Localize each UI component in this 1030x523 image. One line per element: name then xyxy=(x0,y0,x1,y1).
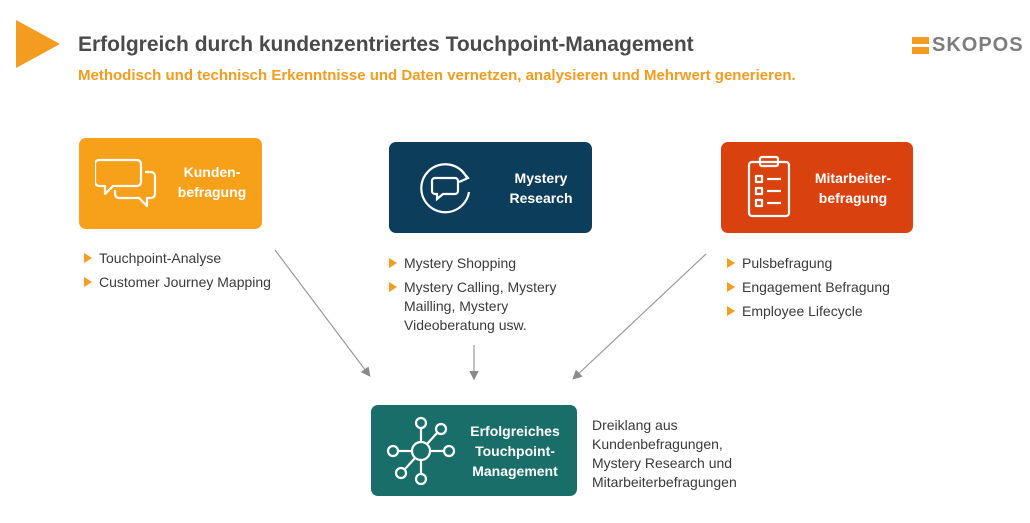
refresh-chat-icon xyxy=(420,163,471,214)
mitarbeiterbefragung-box: Mitarbeiter- befragung xyxy=(721,142,913,233)
list-item: Touchpoint-Analyse xyxy=(82,249,272,268)
list-item: Customer Journey Mapping xyxy=(82,273,272,292)
list-item: Employee Lifecycle xyxy=(725,302,925,321)
bullet-triangle-icon xyxy=(84,277,92,287)
bullet-triangle-icon xyxy=(389,258,397,268)
arrow-mitarbeiter xyxy=(572,253,707,380)
page-subtitle: Methodisch und technisch Erkenntnisse un… xyxy=(78,67,796,84)
list-item: Engagement Befragung xyxy=(725,278,925,297)
touchpoint-management-box: Erfolgreiches Touchpoint- Management xyxy=(371,405,577,496)
mitarbeiterbefragung-list: Pulsbefragung Engagement Befragung Emplo… xyxy=(725,254,925,326)
play-triangle-icon xyxy=(16,20,60,68)
bullet-triangle-icon xyxy=(727,282,735,292)
brand-logo: SKOPOS xyxy=(912,34,1024,57)
kundenbefragung-box: Kunden- befragung xyxy=(79,138,262,229)
network-hub-icon xyxy=(386,416,456,486)
page-title: Erfolgreich durch kundenzentriertes Touc… xyxy=(78,33,694,56)
touchpoint-management-label: Erfolgreiches Touchpoint- Management xyxy=(470,423,560,479)
bullet-triangle-icon xyxy=(84,253,92,263)
bullet-triangle-icon xyxy=(727,306,735,316)
list-item: Mystery Shopping xyxy=(387,254,587,273)
speech-bubbles-icon xyxy=(95,158,157,208)
mystery-research-box: Mystery Research xyxy=(389,142,592,233)
brand-name: SKOPOS xyxy=(932,34,1024,56)
list-item: Pulsbefragung xyxy=(725,254,925,273)
bullet-triangle-icon xyxy=(389,282,397,292)
mystery-research-list: Mystery Shopping Mystery Calling, Myster… xyxy=(387,254,587,340)
kundenbefragung-list: Touchpoint-Analyse Customer Journey Mapp… xyxy=(82,249,272,297)
mystery-research-label: Mystery Research xyxy=(509,170,573,206)
list-item: Mystery Calling, Mystery Mailling, Myste… xyxy=(387,278,579,335)
arrow-kunden xyxy=(274,249,371,377)
clipboard-checklist-icon xyxy=(747,155,791,218)
brand-mark-icon xyxy=(912,37,929,54)
bullet-triangle-icon xyxy=(727,258,735,268)
kundenbefragung-label: Kunden- befragung xyxy=(177,164,247,200)
result-note: Dreiklang aus Kundenbefragungen, Mystery… xyxy=(592,417,737,490)
mitarbeiterbefragung-label: Mitarbeiter- befragung xyxy=(814,170,892,206)
